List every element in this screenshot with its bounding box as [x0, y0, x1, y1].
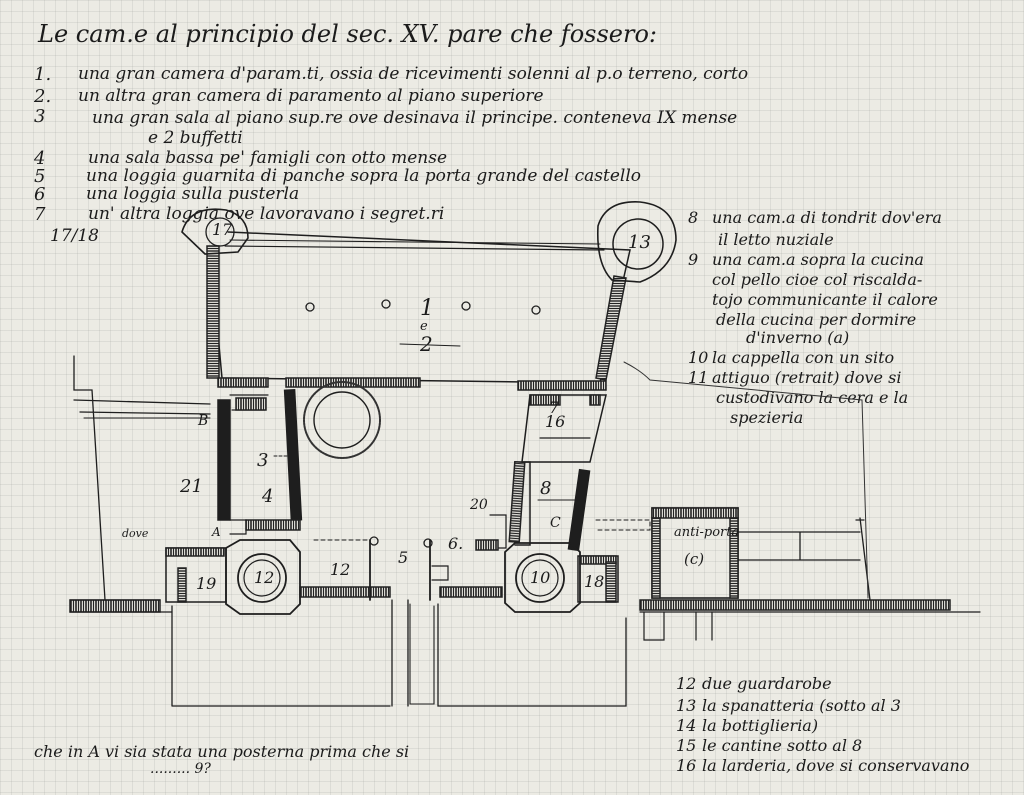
label-room-4: 4: [262, 486, 274, 507]
note-num: 12: [676, 674, 697, 693]
label-tower-17: 17: [212, 220, 233, 239]
label-room-3: 3: [257, 450, 269, 471]
label-room-21: 21: [180, 476, 203, 497]
note-line: la larderia, dove si conservavano: [702, 756, 970, 775]
label-hall-e: e: [420, 319, 428, 334]
label-tower-13: 13: [628, 232, 651, 253]
label-room-19: 19: [196, 574, 217, 593]
wall-right: [595, 275, 627, 381]
list-num: 4: [34, 148, 46, 169]
note-num: 13: [676, 696, 697, 715]
note-line: tojo communicante il calore: [712, 290, 938, 309]
list-num: 7: [34, 204, 46, 225]
list-item: una loggia sulla pusterla: [86, 184, 300, 204]
label-a: A: [212, 525, 221, 539]
list-item: una gran camera d'param.ti, ossia de ric…: [78, 64, 749, 84]
list-num: 2.: [34, 86, 52, 107]
note-num: 16: [676, 756, 697, 775]
note-line: d'inverno (a): [746, 328, 850, 347]
note-line: custodivano la cera e la: [716, 388, 909, 407]
label-small-note: dove: [122, 527, 149, 540]
label-anti-porta: anti-porta: [674, 525, 740, 540]
footer-note-2: ......... 9?: [150, 761, 211, 777]
note-line: attiguo (retrait) dove si: [712, 368, 902, 387]
note-num: 11: [688, 368, 709, 387]
list-item: una gran sala al piano sup.re ove desina…: [92, 108, 738, 128]
list-item: 17/18: [50, 226, 99, 246]
list-num: 6: [34, 184, 46, 205]
label-room-8: 8: [540, 478, 552, 499]
label-room-12: 12: [254, 568, 275, 587]
list-item: una sala bassa pe' famigli con otto mens…: [88, 148, 448, 168]
page-title: Le cam.e al principio del sec. XV. pare …: [38, 20, 658, 48]
note-line: le cantine sotto al 8: [702, 736, 863, 755]
note-num: 8: [688, 208, 699, 227]
list-num: 3: [34, 106, 46, 127]
label-hall-2: 2: [420, 332, 433, 356]
note-num: 15: [676, 736, 697, 755]
note-line: della cucina per dormire: [716, 310, 917, 329]
note-line: una cam.a sopra la cucina: [712, 250, 924, 269]
label-room-5: 5: [398, 548, 409, 567]
label-hall-1: 1: [420, 296, 434, 321]
list-num: 5: [34, 166, 46, 187]
spiral-stair: [303, 381, 381, 459]
label-c: C: [550, 515, 561, 531]
note-line: la bottiglieria): [702, 716, 819, 735]
note-line: la spanatteria (sotto al 3: [702, 696, 901, 715]
wall-left: [206, 245, 220, 379]
note-line: una cam.a di tondrit dov'era: [712, 208, 942, 227]
label-room-6: 6.: [448, 534, 464, 553]
label-room-12-center: 12: [330, 560, 351, 579]
list-item: un' altra loggia ove lavoravano i segret…: [88, 204, 445, 224]
tower-top-right: [596, 201, 677, 283]
note-line: spezieria: [730, 408, 804, 427]
note-line: la cappella con un sito: [712, 348, 895, 367]
label-room-18: 18: [584, 572, 605, 591]
label-room-7: 7: [549, 398, 560, 417]
label-anti-porta-c: (c): [684, 550, 705, 568]
list-item: una loggia guarnita di panche sopra la p…: [86, 166, 642, 186]
label-room-10: 10: [530, 568, 551, 587]
tower-top-left: [181, 208, 249, 255]
label-room-16: 16: [545, 412, 566, 431]
note-line: due guardarobe: [702, 674, 832, 693]
footer-note: che in A vi sia stata una posterna prima…: [34, 742, 410, 761]
note-num: 10: [688, 348, 709, 367]
note-num: 9: [688, 250, 699, 269]
list-num: 1.: [34, 64, 52, 85]
label-b: B: [198, 413, 209, 429]
label-room-20: 20: [470, 497, 488, 513]
note-line: il letto nuziale: [718, 230, 834, 249]
note-line: col pello cioe col riscalda-: [712, 270, 923, 289]
list-item: un altra gran camera di paramento al pia…: [78, 86, 544, 106]
list-item: e 2 buffetti: [148, 128, 243, 148]
note-num: 14: [676, 716, 697, 735]
